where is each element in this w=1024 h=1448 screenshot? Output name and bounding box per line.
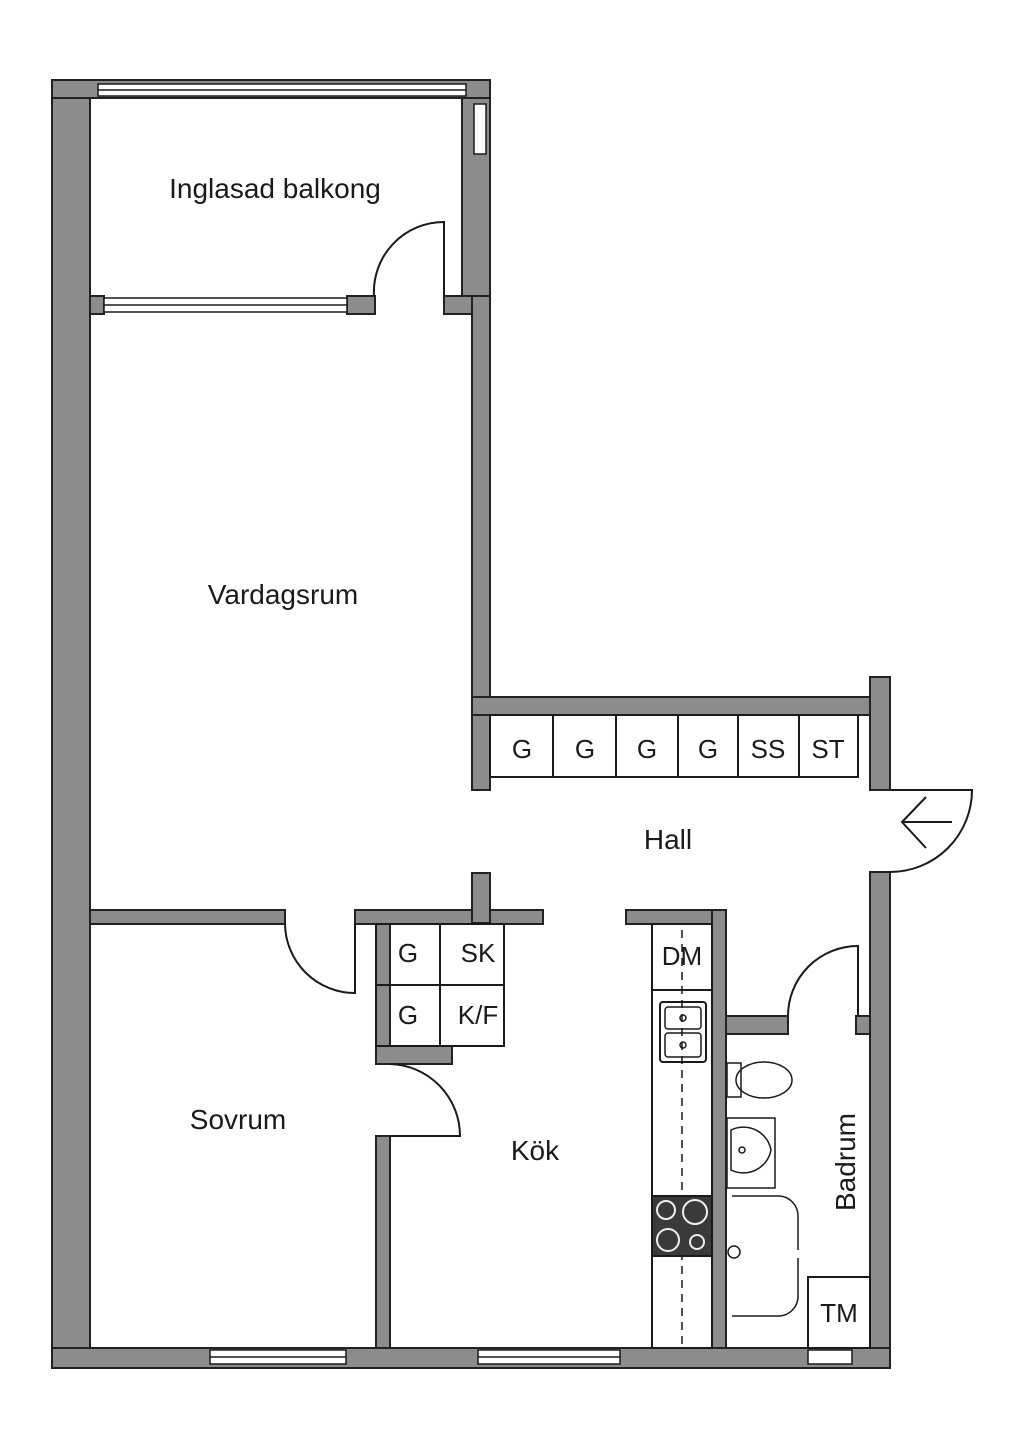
stove-icon bbox=[651, 1195, 713, 1257]
wall-left bbox=[51, 79, 91, 1369]
door-bedroom bbox=[284, 923, 356, 995]
wall-kitchen-cab-base bbox=[375, 1045, 453, 1065]
toilet-icon bbox=[726, 1061, 793, 1099]
door-kitchen bbox=[389, 1063, 462, 1137]
wall-bedroom-kitchen-lower bbox=[375, 1135, 391, 1349]
wall-bottom bbox=[51, 1347, 891, 1369]
wall-hall-top bbox=[471, 696, 891, 716]
room-label-bathroom: Badrum bbox=[830, 1113, 861, 1211]
door-bathroom bbox=[787, 944, 859, 1017]
doors bbox=[284, 220, 974, 1137]
door-entrance bbox=[889, 789, 974, 873]
window-bathroom bbox=[807, 1349, 853, 1365]
hall-cabinet-label: G bbox=[698, 734, 718, 764]
kitchen-counter: DM bbox=[651, 923, 713, 1349]
wall-hall-pillar bbox=[471, 872, 491, 924]
bathroom-fixtures: TM bbox=[726, 1061, 871, 1349]
hall-cabinet-label: G bbox=[637, 734, 657, 764]
shower-curtain-icon bbox=[732, 1195, 799, 1250]
window-balcony-side bbox=[473, 103, 487, 155]
room-label-balcony: Inglasad balkong bbox=[169, 173, 381, 204]
kitchen-sink-icon bbox=[659, 1001, 707, 1063]
kitchen-cabinet-sk: SK bbox=[461, 938, 496, 968]
dishwasher-label: DM bbox=[662, 941, 702, 971]
wall-bath-top-right bbox=[855, 1015, 871, 1035]
entrance-arrow-icon bbox=[900, 796, 952, 849]
room-label-living: Vardagsrum bbox=[208, 579, 358, 610]
room-label-hall: Hall bbox=[644, 824, 692, 855]
hall-cabinet-label: SS bbox=[751, 734, 786, 764]
room-label-bedroom: Sovrum bbox=[190, 1104, 286, 1135]
hall-cabinet-label: G bbox=[512, 734, 532, 764]
kitchen-cabinet-g-top: G bbox=[398, 938, 418, 968]
wall-balcony-bottom-mid bbox=[346, 295, 376, 315]
wall-balcony-bottom-left bbox=[89, 295, 105, 315]
room-labels: Inglasad balkong Vardagsrum Hall Sovrum … bbox=[169, 173, 861, 1211]
room-label-kitchen: Kök bbox=[511, 1135, 560, 1166]
wall-bath-top bbox=[725, 1015, 789, 1035]
wall-right-upper bbox=[869, 676, 891, 791]
wall-kitchen-right bbox=[711, 909, 727, 1349]
windows bbox=[97, 83, 853, 1365]
kitchen-storage: G SK G K/F bbox=[375, 923, 505, 1047]
dryer-label: TM bbox=[820, 1298, 858, 1328]
door-balcony bbox=[372, 220, 445, 297]
wall-bedroom-kitchen-upper bbox=[375, 923, 391, 1065]
hall-cabinet-label: G bbox=[575, 734, 595, 764]
kitchen-cabinet-g-bottom: G bbox=[398, 1000, 418, 1030]
wall-living-right bbox=[471, 295, 491, 791]
wall-kitchen-top bbox=[354, 909, 544, 925]
hall-cabinet-label: ST bbox=[811, 734, 844, 764]
bathroom-sink-icon bbox=[726, 1117, 776, 1189]
wall-living-bedroom bbox=[89, 909, 286, 925]
kitchen-cabinet-kf: K/F bbox=[458, 1000, 498, 1030]
wall-right-lower bbox=[869, 871, 891, 1369]
walls bbox=[51, 79, 891, 1369]
hall-cabinets: G G G G SS ST bbox=[489, 714, 859, 778]
